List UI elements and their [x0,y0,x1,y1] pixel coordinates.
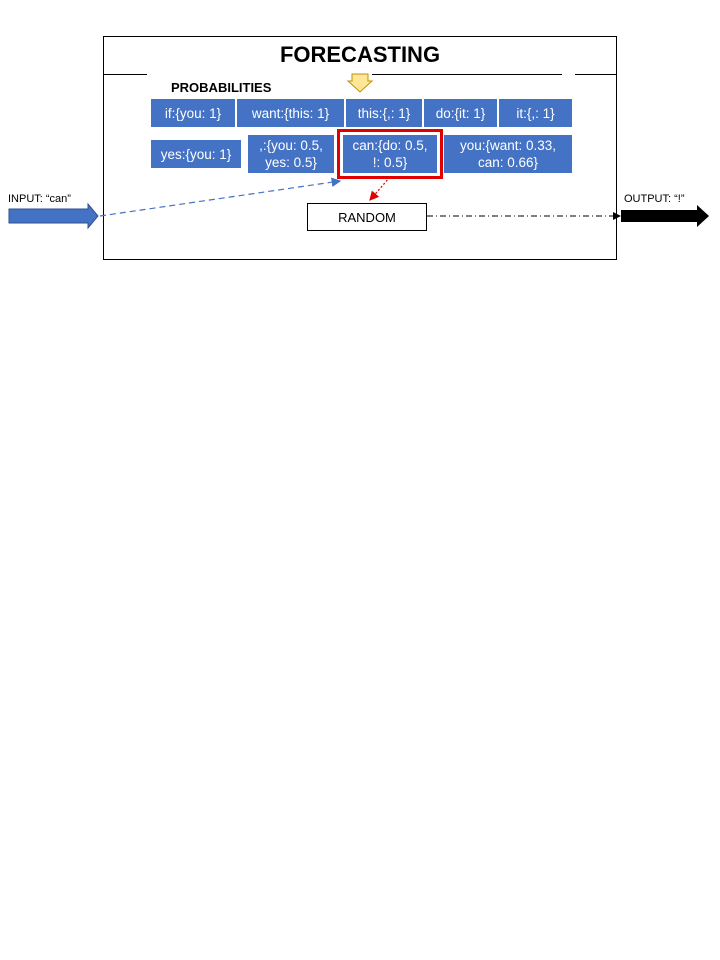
title-rule-end [575,74,617,75]
title-rule-left [103,74,147,75]
prob-box-comma: ,:{you: 0.5, yes: 0.5} [248,135,334,173]
output-label: OUTPUT: “!” [624,193,685,205]
prob-box-if: if:{you: 1} [151,99,235,127]
diagram-title: FORECASTING [279,42,441,67]
input-arrow-icon [8,202,99,230]
prob-box-this: this:{,: 1} [346,99,422,127]
title-rule-right [372,74,562,75]
prob-box-want: want:{this: 1} [237,99,344,127]
prob-box-yes: yes:{you: 1} [151,140,241,168]
input-to-can-connector [99,177,342,217]
output-arrow-icon [621,205,709,227]
prob-box-you: you:{want: 0.33, can: 0.66} [444,135,572,173]
input-label: INPUT: “can” [8,193,71,205]
prob-box-can-selected: can:{do: 0.5, !: 0.5} [337,129,443,179]
can-to-random-connector [369,176,391,201]
prob-box-do: do:{it: 1} [424,99,497,127]
random-box: RANDOM [307,203,427,231]
prob-box-it: it:{,: 1} [499,99,572,127]
down-arrow-icon [346,73,374,93]
probabilities-label: PROBABILITIES [171,80,272,95]
